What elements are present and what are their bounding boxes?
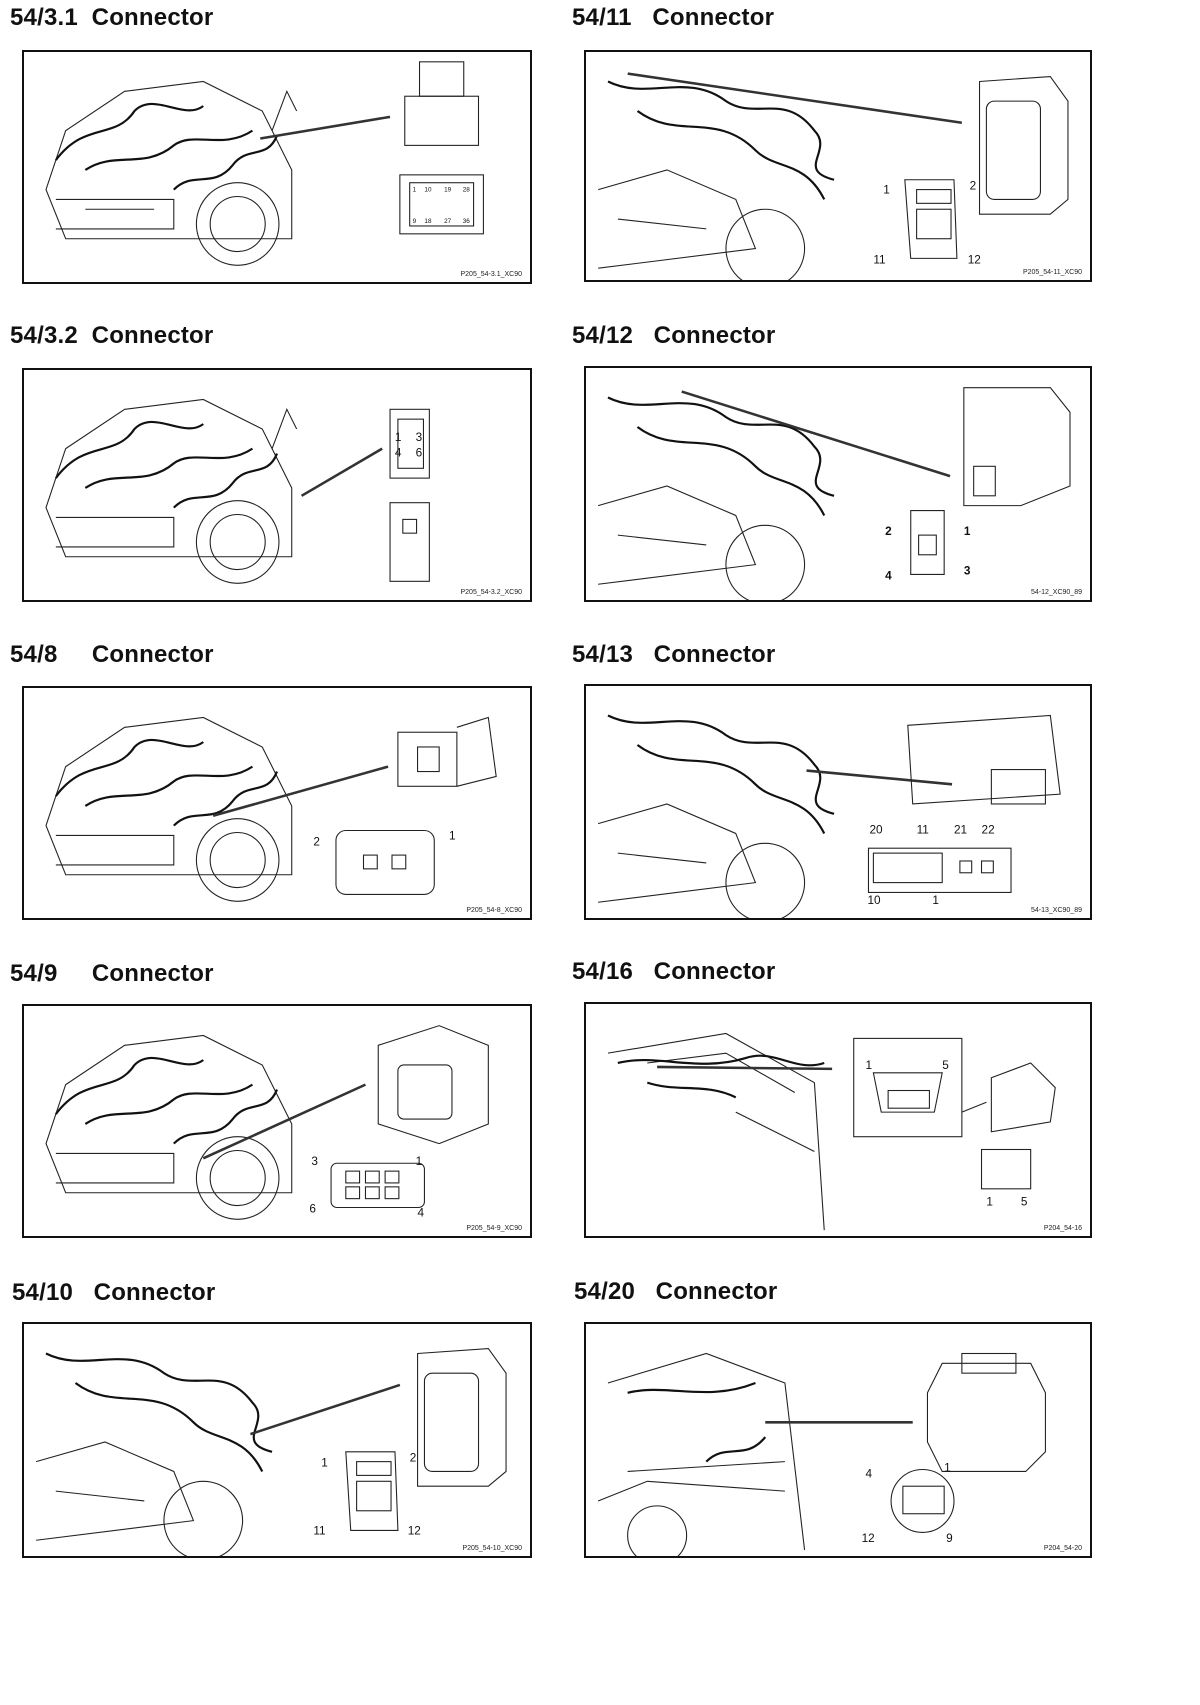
panel-title: 54/16 Connector xyxy=(572,958,776,985)
pin-label: 2 xyxy=(970,180,977,193)
pin-label: 22 xyxy=(982,823,995,836)
pin-label: 28 xyxy=(463,187,471,194)
connector-diagram: 20 11 21 22 10 1 xyxy=(597,714,1061,918)
pin-label: 36 xyxy=(463,218,471,225)
pin-label: 1 xyxy=(866,1059,873,1072)
pin-label: 1 xyxy=(964,525,971,538)
pin-label: 4 xyxy=(395,446,402,459)
pin-label: 27 xyxy=(444,218,452,225)
pin-label: 10 xyxy=(424,187,432,194)
pin-label: 11 xyxy=(313,1524,325,1537)
pin-label: 6 xyxy=(309,1202,316,1215)
pin-label: 4 xyxy=(885,569,892,582)
pin-label: 1 xyxy=(449,829,456,842)
panel-title: 54/10 Connector xyxy=(12,1279,216,1306)
pin-label: 11 xyxy=(873,253,885,266)
diagram-panel-54-8: 2 1 P205_54-8_XC90 xyxy=(22,686,532,920)
diagram-panel-54-3-1: 1 10 19 28 9 18 27 36 P205_54-3.1_XC90 xyxy=(22,50,532,284)
connector-diagram: 1 2 11 12 xyxy=(598,72,1069,280)
pin-label: 1 xyxy=(932,894,939,907)
diagram-panel-54-13: 20 11 21 22 10 1 54-13_XC90_89 xyxy=(584,684,1092,920)
connector-diagram: 1 10 19 28 9 18 27 36 xyxy=(45,61,484,266)
pin-label: 9 xyxy=(946,1532,953,1545)
pin-label: 5 xyxy=(1021,1196,1028,1209)
diagram-panel-54-3-2: 1 3 4 6 P205_54-3.2_XC90 xyxy=(22,368,532,602)
diagram-panel-54-11: 1 2 11 12 P205_54-11_XC90 xyxy=(584,50,1092,282)
pin-label: 3 xyxy=(416,431,423,444)
figure-reference: P205_54-11_XC90 xyxy=(1022,269,1082,276)
pin-label: 3 xyxy=(311,1155,318,1168)
diagram-panel-54-10: 1 2 11 12 P205_54-10_XC90 xyxy=(22,1322,532,1558)
pin-label: 2 xyxy=(313,835,320,848)
pin-label: 2 xyxy=(885,525,892,538)
pin-label: 18 xyxy=(424,218,432,225)
diagram-panel-54-9: 3 1 6 4 P205_54-9_XC90 xyxy=(22,1004,532,1238)
pin-label: 1 xyxy=(413,187,417,194)
panel-title: 54/13 Connector xyxy=(572,641,776,668)
figure-reference: 54-13_XC90_89 xyxy=(1031,907,1082,914)
figure-reference: P205_54-3.1_XC90 xyxy=(460,271,523,278)
pin-label: 4 xyxy=(866,1467,873,1480)
pin-label: 12 xyxy=(968,253,981,266)
figure-reference: P205_54-9_XC90 xyxy=(466,1225,522,1232)
pin-label: 2 xyxy=(410,1452,417,1465)
connector-diagram: 1 5 1 5 xyxy=(607,1032,1056,1231)
pin-label: 9 xyxy=(413,218,417,225)
panel-title: 54/12 Connector xyxy=(572,322,776,349)
pin-label: 11 xyxy=(917,823,929,836)
pin-label: 5 xyxy=(942,1059,949,1072)
pin-label: 21 xyxy=(954,823,967,836)
panel-title: 54/8 Connector xyxy=(10,641,214,668)
figure-reference: P205_54-10_XC90 xyxy=(462,1545,522,1552)
pin-label: 1 xyxy=(416,1155,423,1168)
pin-label: 3 xyxy=(964,564,971,577)
pin-label: 1 xyxy=(321,1457,328,1470)
connector-diagram: 2 1 4 3 xyxy=(597,387,1071,600)
panel-title: 54/11 Connector xyxy=(572,4,775,31)
connector-diagram: 2 1 xyxy=(45,716,497,902)
pin-label: 12 xyxy=(408,1524,421,1537)
panel-title: 54/9 Connector xyxy=(10,960,214,987)
pin-label: 1 xyxy=(395,431,402,444)
panel-title: 54/3.1 Connector xyxy=(10,4,214,31)
figure-reference: P204_54-20 xyxy=(1043,1545,1082,1552)
diagram-panel-54-20: 4 1 12 9 P204_54-20 xyxy=(584,1322,1092,1558)
figure-reference: P204_54-16 xyxy=(1043,1225,1082,1232)
figure-reference: 54-12_XC90_89 xyxy=(1031,589,1082,596)
pin-label: 4 xyxy=(418,1206,425,1219)
panel-title: 54/20 Connector xyxy=(574,1278,778,1305)
pin-label: 1 xyxy=(986,1196,993,1209)
pin-label: 19 xyxy=(444,187,452,194)
pin-label: 10 xyxy=(867,894,881,907)
pin-label: 20 xyxy=(869,823,883,836)
connector-diagram: 4 1 12 9 xyxy=(597,1352,1046,1556)
diagram-panel-54-16: 1 5 1 5 P204_54-16 xyxy=(584,1002,1092,1238)
connector-diagram: 1 2 11 12 xyxy=(36,1348,507,1556)
figure-reference: P205_54-8_XC90 xyxy=(466,907,522,914)
connector-diagram: 1 3 4 6 xyxy=(45,398,430,584)
panel-title: 54/3.2 Connector xyxy=(10,322,214,349)
figure-reference: P205_54-3.2_XC90 xyxy=(460,589,523,596)
pin-label: 6 xyxy=(416,446,423,459)
pin-label: 1 xyxy=(944,1461,951,1474)
pin-label: 12 xyxy=(862,1532,875,1545)
connector-diagram: 3 1 6 4 xyxy=(45,1025,489,1220)
diagram-panel-54-12: 2 1 4 3 54-12_XC90_89 xyxy=(584,366,1092,602)
pin-label: 1 xyxy=(883,184,890,197)
